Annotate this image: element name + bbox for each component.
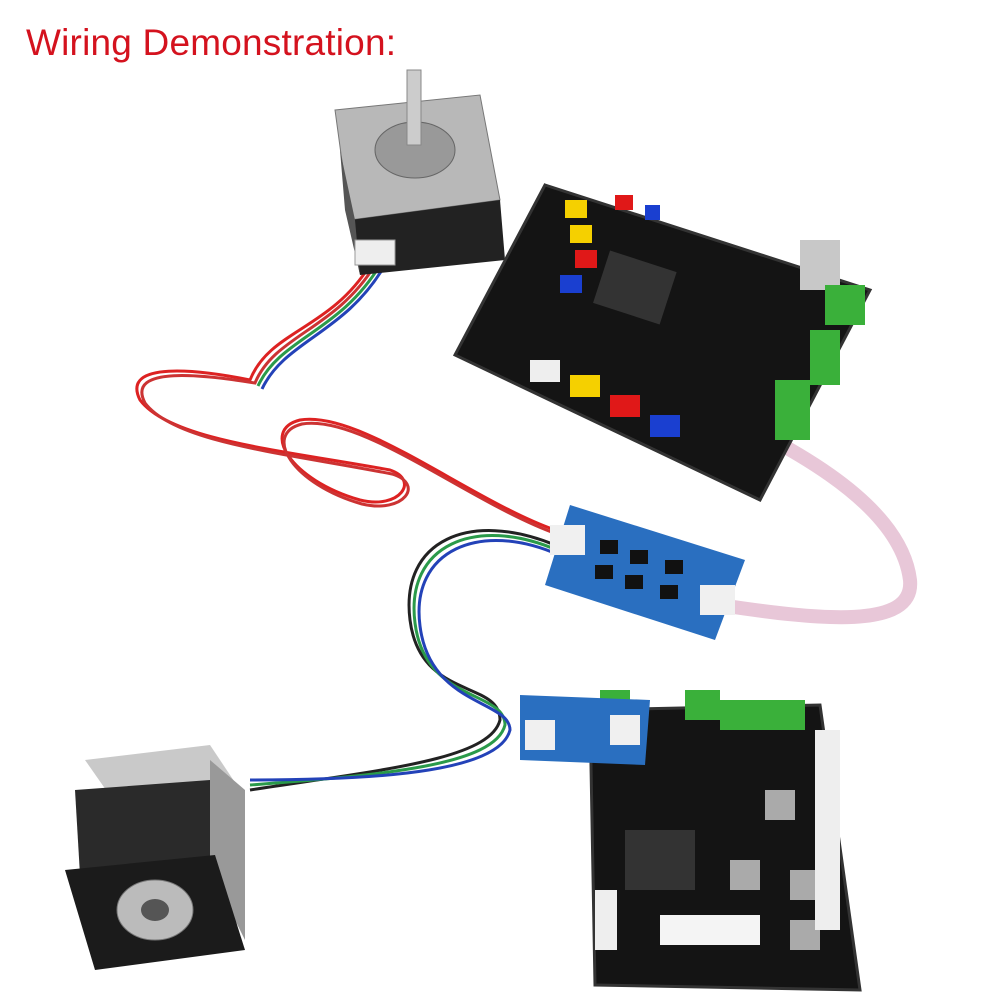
mainboard-top	[452, 183, 873, 502]
stepper-motor-top	[334, 69, 505, 275]
mainboard-bottom	[520, 690, 862, 992]
driver-module	[545, 505, 745, 640]
stepper-motor-bottom	[65, 745, 245, 970]
motor-cable-top	[135, 264, 558, 536]
page-title: Wiring Demonstration:	[26, 22, 397, 63]
